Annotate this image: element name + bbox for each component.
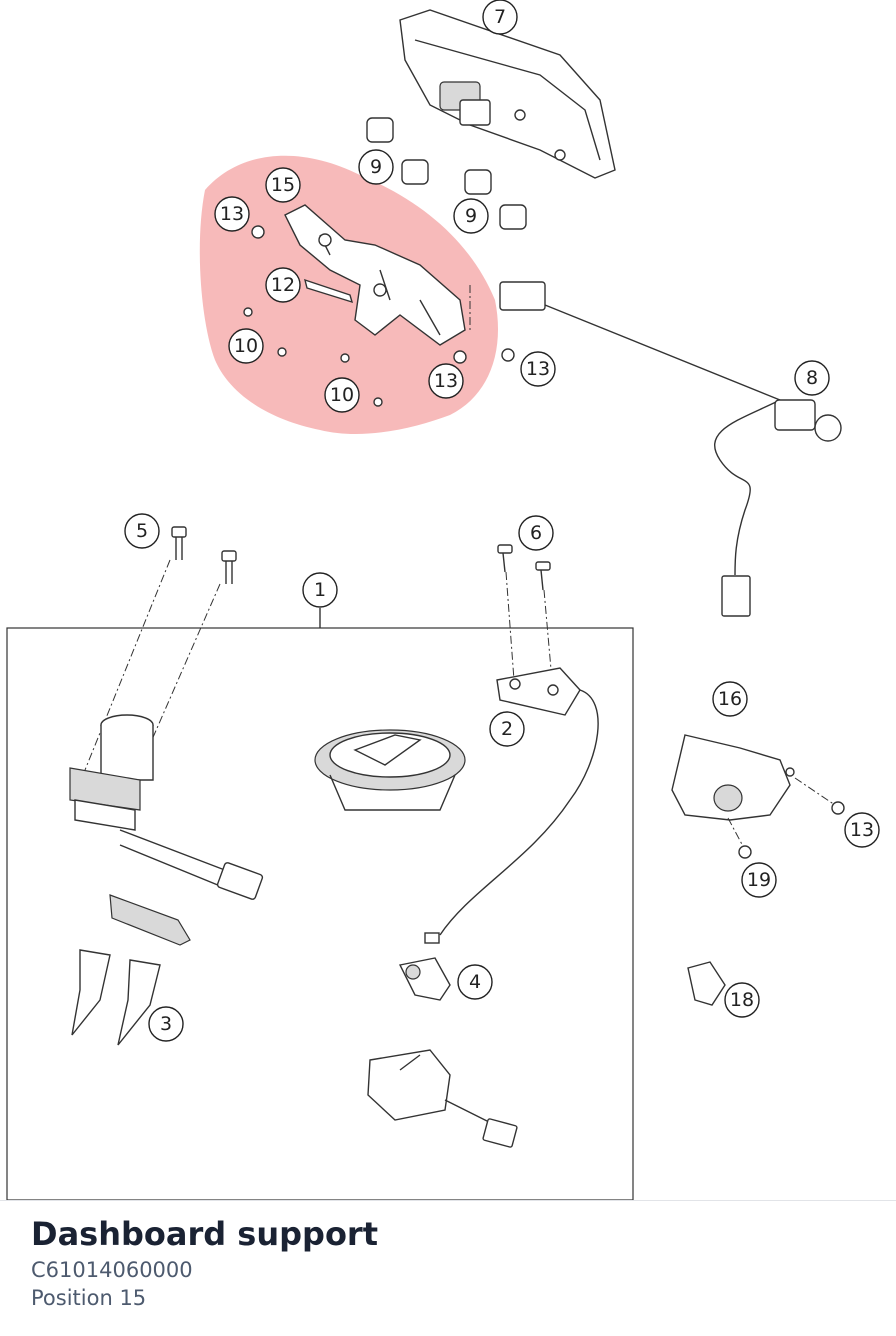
part-latch[interactable]: [398, 957, 451, 1001]
callout-4[interactable]: 4: [457, 964, 493, 1000]
callout-label: 18: [730, 989, 754, 1011]
part-fuel-cap[interactable]: [314, 729, 466, 811]
part-dashboard-display[interactable]: [399, 9, 616, 179]
part-dashboard-support[interactable]: [284, 204, 466, 346]
callout-label: 8: [806, 367, 818, 389]
callout-10[interactable]: 10: [228, 328, 264, 364]
callout-label: 4: [469, 971, 481, 993]
callout-13[interactable]: 13: [520, 351, 556, 387]
callout-8[interactable]: 8: [794, 360, 830, 396]
part-number: C61014060000: [31, 1258, 193, 1282]
part-control-unit[interactable]: [367, 1049, 518, 1148]
callout-label: 15: [271, 174, 295, 196]
part-lock-cover[interactable]: [671, 734, 845, 859]
callout-label: 9: [370, 156, 382, 178]
callout-label: 13: [526, 358, 550, 380]
callout-label: 6: [530, 522, 542, 544]
callout-label: 1: [314, 579, 326, 601]
callout-label: 7: [494, 6, 506, 28]
callout-label: 13: [850, 819, 874, 841]
callout-13[interactable]: 13: [428, 363, 464, 399]
part-clip[interactable]: [687, 961, 726, 1006]
callout-label: 19: [747, 869, 771, 891]
part-ignition-screws[interactable]: [84, 526, 237, 791]
callout-19[interactable]: 19: [741, 862, 777, 898]
callout-13[interactable]: 13: [844, 812, 880, 848]
callout-label: 12: [271, 274, 295, 296]
callout-12[interactable]: 12: [265, 267, 301, 303]
callout-5[interactable]: 5: [124, 513, 160, 549]
callout-9[interactable]: 9: [453, 198, 489, 234]
callout-label: 9: [465, 205, 477, 227]
callout-10[interactable]: 10: [324, 377, 360, 413]
part-keys[interactable]: [71, 894, 191, 1046]
part-rubber-damper[interactable]: [366, 117, 527, 230]
part-title: Dashboard support: [31, 1215, 378, 1253]
part-fuel-sensor[interactable]: [424, 667, 599, 944]
callout-6[interactable]: 6: [518, 515, 554, 551]
callout-label: 13: [434, 370, 458, 392]
callout-label: 10: [234, 335, 258, 357]
callout-label: 16: [718, 688, 742, 710]
callout-3[interactable]: 3: [148, 1006, 184, 1042]
callout-15[interactable]: 15: [265, 167, 301, 203]
callout-18[interactable]: 18: [724, 982, 760, 1018]
callout-1[interactable]: 1: [302, 572, 338, 608]
callout-label: 10: [330, 384, 354, 406]
callout-16[interactable]: 16: [712, 681, 748, 717]
callout-13[interactable]: 13: [214, 196, 250, 232]
part-screws[interactable]: [243, 225, 515, 407]
part-sensor-screws[interactable]: [497, 544, 554, 693]
callout-label: 5: [136, 520, 148, 542]
part-ignition-lock[interactable]: [69, 714, 264, 900]
callout-9[interactable]: 9: [358, 149, 394, 185]
callout-label: 13: [220, 203, 244, 225]
callout-label: 3: [160, 1013, 172, 1035]
part-wiring-harness[interactable]: [469, 281, 842, 617]
part-info-panel: Dashboard support C61014060000 Position …: [0, 1200, 896, 1336]
callout-7[interactable]: 7: [482, 0, 518, 35]
callout-label: 2: [501, 718, 513, 740]
assembly-frame: [6, 627, 634, 1200]
callout-2[interactable]: 2: [489, 711, 525, 747]
part-position: Position 15: [31, 1286, 147, 1310]
